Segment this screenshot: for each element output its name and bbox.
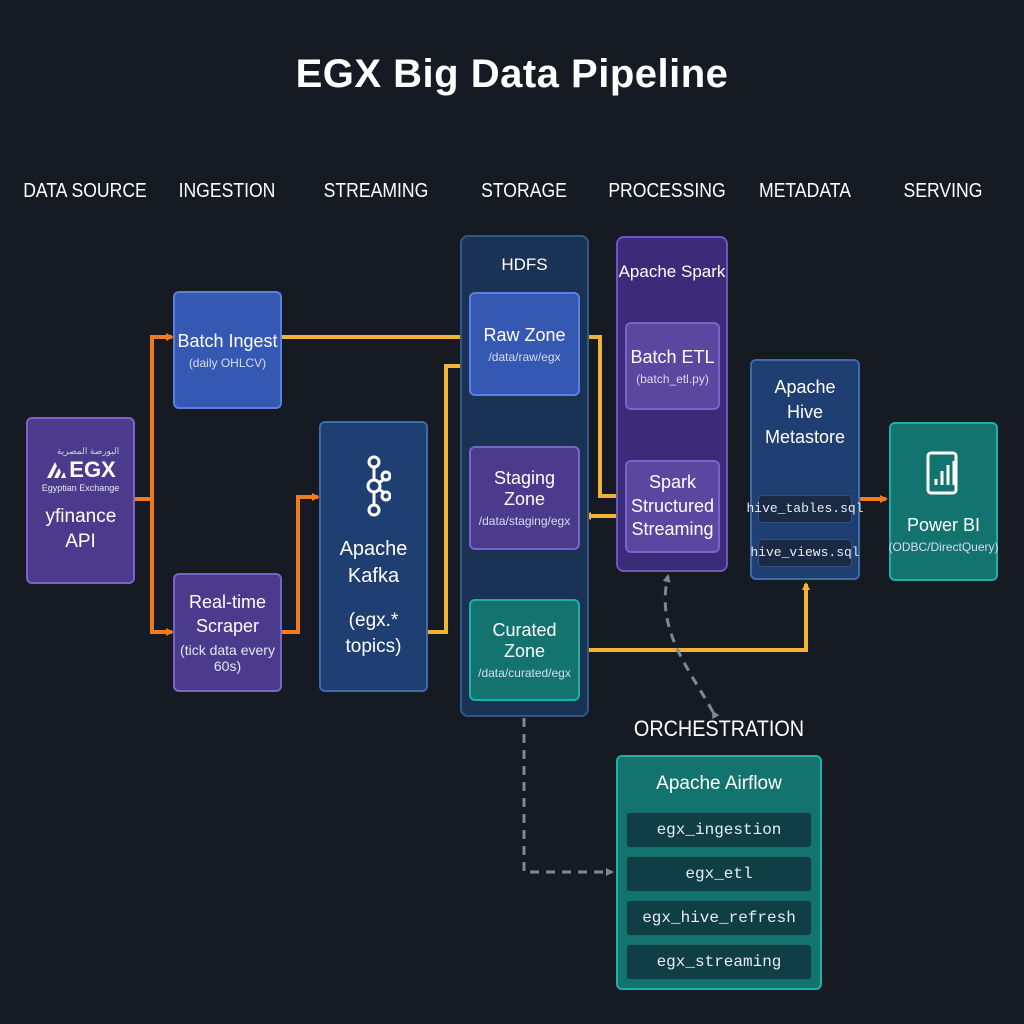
stage-ingestion: INGESTION — [178, 180, 276, 202]
arrow-scraper-to-kafka — [282, 493, 320, 634]
batch-etl-label: Batch ETL — [630, 346, 715, 367]
kafka-icon — [366, 455, 391, 517]
batch-etl-sub: (batch_etl.py) — [636, 371, 709, 386]
page-title: EGX Big Data Pipeline — [295, 52, 729, 96]
batch-ingest-node: Batch Ingest (daily OHLCV) — [173, 291, 282, 409]
source-label: yfinance API — [45, 506, 117, 552]
batch-etl-node: Batch ETL (batch_etl.py) — [625, 322, 720, 410]
kafka-label: Apache Kafka — [339, 537, 408, 587]
airflow-node: Apache Airflow egx_ingestion egx_etl egx… — [616, 755, 822, 990]
dag-egx-etl: egx_etl — [626, 856, 812, 892]
batch-ingest-label: Batch Ingest — [177, 330, 278, 351]
arrow-raw-to-streaming — [580, 335, 624, 500]
arrow-source-to-scraper — [150, 499, 174, 636]
curated-zone-path: /data/curated/egx — [478, 666, 571, 680]
stage-data-source: DATA SOURCE — [23, 180, 147, 202]
airflow-label: Apache Airflow — [656, 773, 782, 794]
source-yfinance-api: البورصة المصرية EGX Egyptian Exchange yf… — [26, 417, 135, 584]
orchestration-heading: ORCHESTRATION — [633, 716, 805, 741]
raw-zone-node: Raw Zone /data/raw/egx — [469, 292, 580, 396]
egx-logo-text: EGX — [69, 457, 116, 483]
kafka-topics: (egx.* topics) — [345, 609, 402, 657]
stage-serving: SERVING — [903, 180, 983, 202]
hive-metastore-node: Apache Hive Metastore hive_tables.sql hi… — [746, 359, 864, 580]
raw-zone-label: Raw Zone — [483, 324, 566, 345]
powerbi-node: Power BI (ODBC/DirectQuery) — [888, 422, 999, 581]
arrow-dashed-storage-to-airflow — [522, 718, 614, 876]
realtime-scraper-label: Real-time Scraper — [188, 592, 267, 636]
raw-zone-path: /data/raw/egx — [488, 349, 561, 364]
hive-file-views: hive_views.sql — [750, 538, 860, 567]
stage-processing: PROCESSING — [608, 180, 726, 202]
hive-file-tables: hive_tables.sql — [746, 494, 864, 523]
egx-logo-mark-icon — [47, 462, 67, 479]
stage-streaming: STREAMING — [323, 180, 429, 202]
hive-label: Apache Hive Metastore — [764, 377, 846, 448]
egx-logo-caption: Egyptian Exchange — [41, 483, 120, 494]
staging-zone-path: /data/staging/egx — [478, 514, 571, 528]
arrow-curated-to-hive — [580, 582, 810, 652]
egx-logo: البورصة المصرية EGX Egyptian Exchange — [42, 446, 120, 493]
realtime-scraper-node: Real-time Scraper (tick data every 60s) — [173, 573, 282, 692]
powerbi-sub: (ODBC/DirectQuery) — [888, 540, 999, 554]
curated-zone-label: Curated Zone — [492, 620, 557, 661]
arrow-source-to-batch — [134, 333, 174, 501]
curated-zone-node: Curated Zone /data/curated/egx — [469, 599, 580, 701]
realtime-scraper-sub: (tick data every 60s) — [180, 641, 275, 674]
stage-storage: STORAGE — [481, 180, 567, 202]
staging-zone-label: Staging Zone — [493, 468, 556, 509]
powerbi-icon — [926, 451, 957, 495]
stage-metadata: METADATA — [759, 180, 851, 202]
spark-label: Apache Spark — [618, 262, 726, 281]
dag-egx-streaming: egx_streaming — [626, 944, 812, 980]
dag-egx-ingestion: egx_ingestion — [626, 812, 812, 848]
spark-streaming-node: Spark Structured Streaming — [625, 460, 720, 553]
powerbi-label: Power BI — [906, 515, 981, 535]
arrow-dashed-airflow-to-spark — [662, 574, 720, 720]
batch-ingest-sub: (daily OHLCV) — [188, 355, 267, 370]
arrow-kafka-to-raw — [428, 362, 468, 634]
hdfs-label: HDFS — [501, 255, 548, 274]
kafka-node: Apache Kafka (egx.* topics) — [319, 421, 428, 692]
staging-zone-node: Staging Zone /data/staging/egx — [469, 446, 580, 550]
dag-egx-hive-refresh: egx_hive_refresh — [626, 900, 812, 936]
egx-logo-arabic: البورصة المصرية — [56, 446, 120, 457]
spark-streaming-label: Spark Structured Streaming — [630, 472, 715, 540]
